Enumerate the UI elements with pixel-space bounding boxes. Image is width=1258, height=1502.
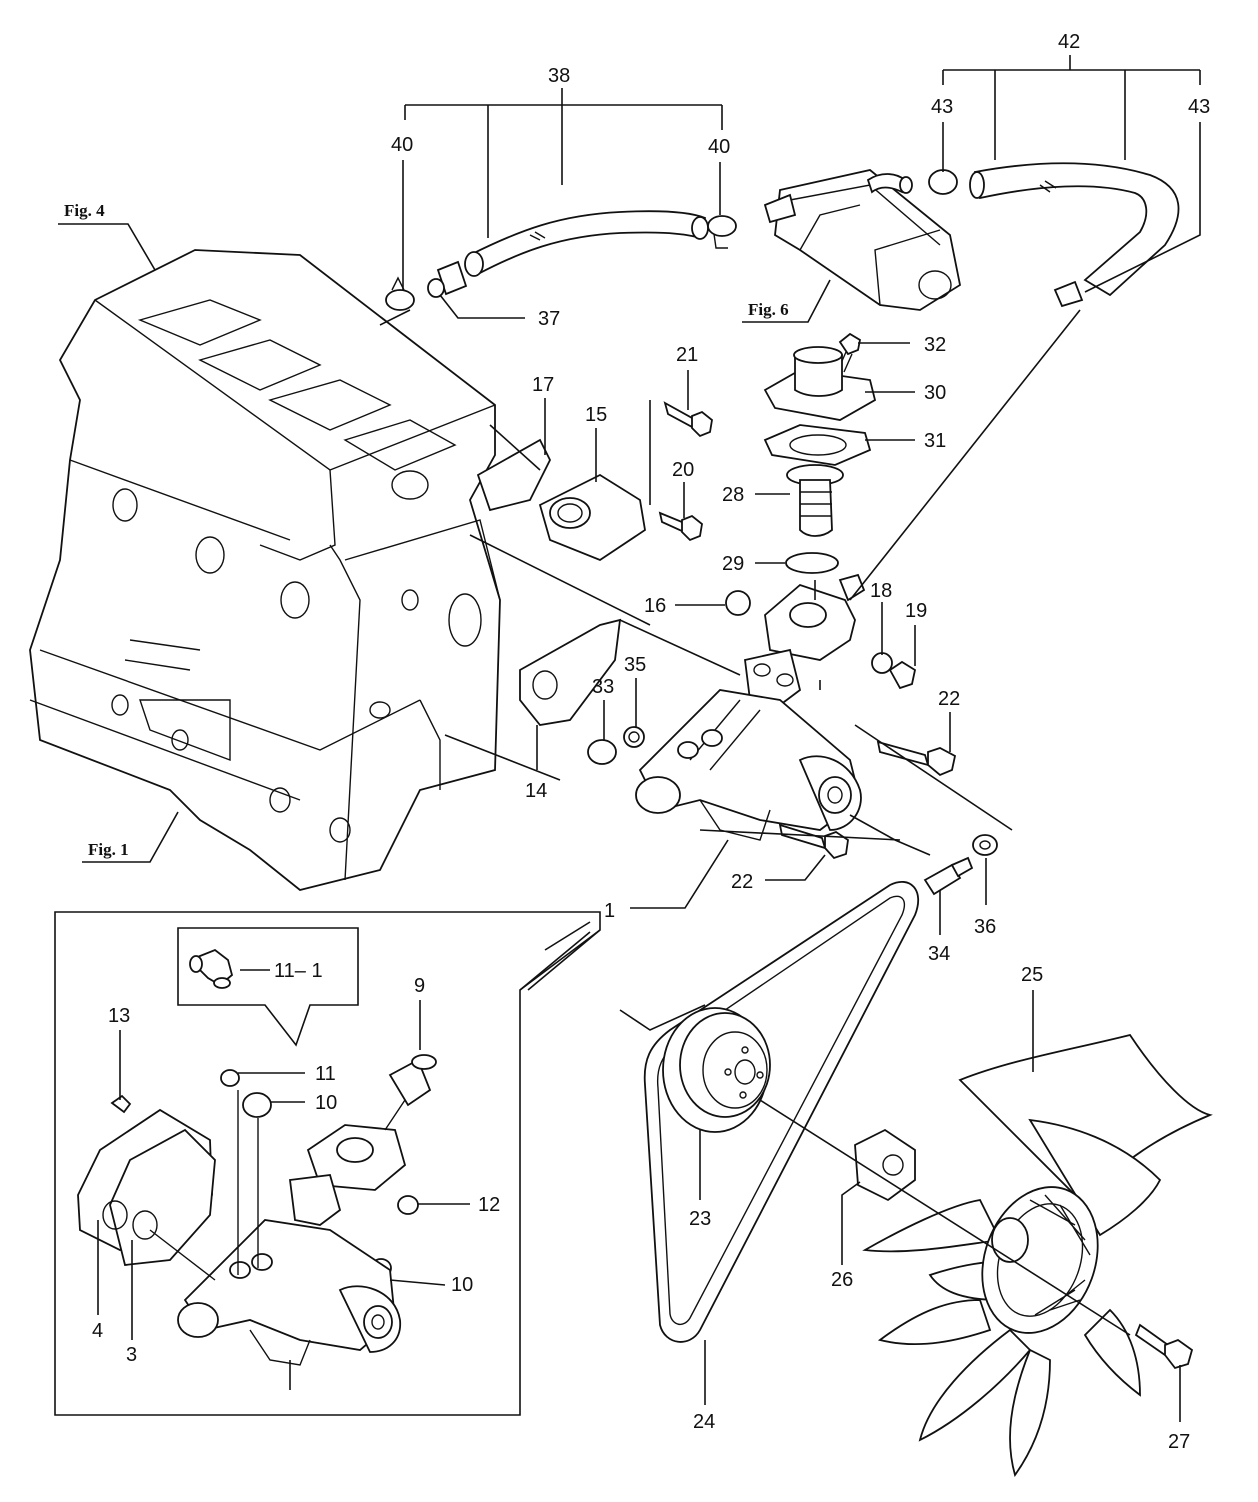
callout-19: 19 (905, 600, 927, 622)
callout-12: 12 (478, 1194, 500, 1216)
callout-32: 32 (924, 334, 946, 356)
v-belt (643, 880, 920, 1343)
temp-sensor (923, 834, 998, 896)
egr-cooler (763, 169, 962, 311)
callout-10-lower: 10 (451, 1274, 473, 1296)
callout-1: 1 (604, 900, 615, 922)
callout-37: 37 (538, 308, 560, 330)
callout-20: 20 (672, 459, 694, 481)
pulley (662, 1007, 771, 1133)
inset-subbox (177, 927, 359, 1047)
fig1-ref: Fig. 1 (82, 811, 179, 863)
callout-18: 18 (870, 580, 892, 602)
bypass-hose-assembly (385, 210, 737, 311)
fig6-ref: Fig. 6 (742, 279, 831, 323)
water-flange (476, 438, 646, 726)
bolts (649, 400, 957, 860)
fig4-ref: Fig. 4 (58, 201, 156, 271)
callout-22-upper: 22 (938, 688, 960, 710)
thermostat-parts (725, 332, 877, 616)
callout-9: 9 (414, 975, 425, 997)
callout-30: 30 (924, 382, 946, 404)
callout-29: 29 (722, 553, 744, 575)
callout-43-right: 43 (1188, 96, 1210, 118)
callout-27: 27 (1168, 1431, 1190, 1453)
callout-labels: 38 40 40 42 43 43 37 32 30 31 28 29 16 2… (92, 31, 1210, 1453)
callout-26: 26 (831, 1269, 853, 1291)
callout-36: 36 (974, 916, 996, 938)
svg-text:Fig. 1: Fig. 1 (88, 840, 129, 859)
callout-38: 38 (548, 65, 570, 87)
callout-11: 11 (315, 1063, 336, 1085)
callout-3: 3 (126, 1344, 137, 1366)
callout-40-right: 40 (708, 136, 730, 158)
callout-10-upper: 10 (315, 1092, 337, 1114)
leader-lines (97, 55, 1201, 1422)
cooling-fan (862, 1033, 1213, 1478)
callout-31: 31 (924, 430, 946, 452)
callout-24: 24 (693, 1411, 715, 1433)
callout-11-1: 11– 1 (274, 960, 323, 982)
callout-13: 13 (108, 1005, 130, 1027)
guide-lines (379, 309, 1131, 1336)
inset-box (54, 911, 601, 1416)
callout-22-lower: 22 (731, 871, 753, 893)
callout-25: 25 (1021, 964, 1043, 986)
svg-text:Fig. 4: Fig. 4 (64, 201, 105, 220)
engine-block (29, 249, 501, 891)
water-pump-main (587, 573, 866, 841)
callout-33: 33 (592, 676, 614, 698)
callout-23: 23 (689, 1208, 711, 1230)
callout-42: 42 (1058, 31, 1080, 53)
callout-35: 35 (624, 654, 646, 676)
svg-text:Fig. 6: Fig. 6 (748, 300, 789, 319)
spacer (854, 1128, 916, 1202)
callout-21: 21 (676, 344, 698, 366)
callout-16: 16 (644, 595, 666, 617)
callout-14: 14 (525, 780, 547, 802)
callout-15: 15 (585, 404, 607, 426)
fan-bolt (1134, 1323, 1194, 1370)
callout-34: 34 (928, 943, 950, 965)
callout-28: 28 (722, 484, 744, 506)
callout-43-left: 43 (931, 96, 953, 118)
callout-40-left: 40 (391, 134, 413, 156)
callout-17: 17 (532, 374, 554, 396)
egr-hose (969, 162, 1180, 308)
inset-pump (77, 1054, 437, 1366)
callout-4: 4 (92, 1320, 103, 1342)
